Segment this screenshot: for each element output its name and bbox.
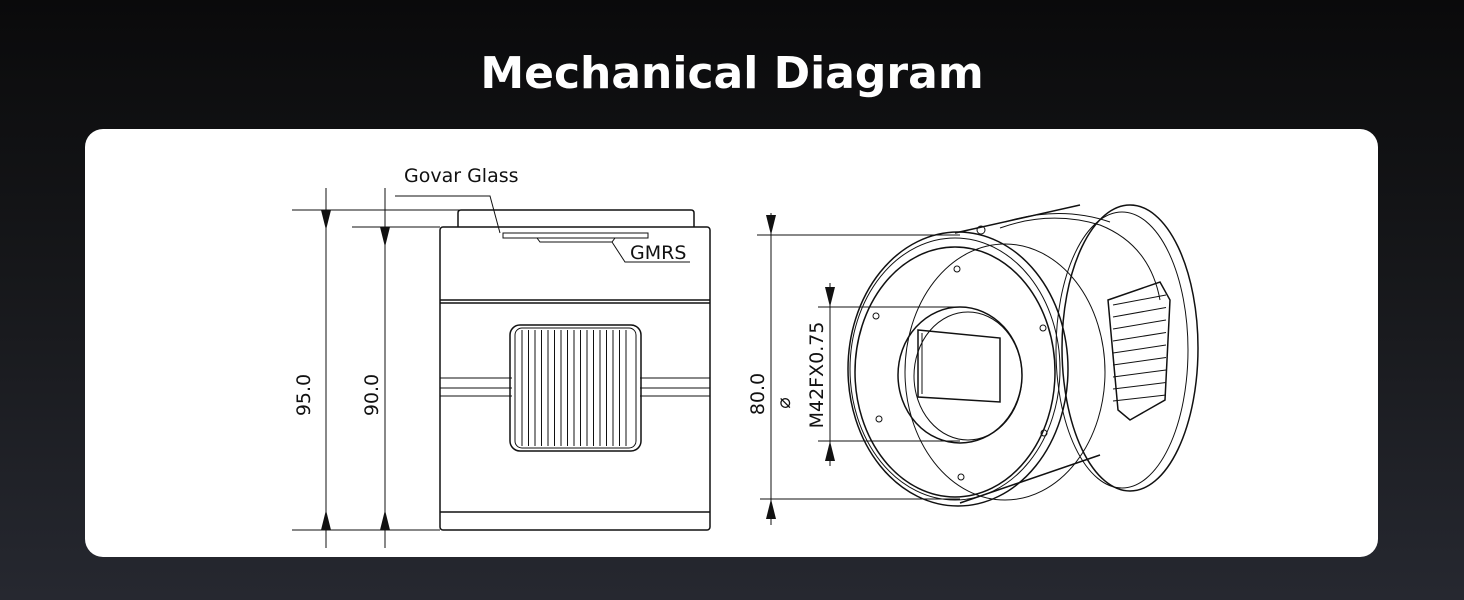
thread-label: M42FX0.75: [806, 322, 828, 429]
gmrs-label: GMRS: [630, 242, 686, 264]
diameter-symbol: ⌀: [773, 397, 795, 408]
page-title: Mechanical Diagram: [480, 48, 984, 99]
govar-glass-label: Govar Glass: [404, 165, 519, 187]
dimension-95-label: 95.0: [293, 374, 315, 416]
dimension-90: [380, 188, 390, 548]
side-heatsink: [1107, 281, 1171, 421]
diagram-card: [85, 129, 1378, 557]
front-view: 80.0 ⌀ M42FX0.75: [747, 204, 1199, 525]
dimension-95: [321, 188, 331, 548]
heatsink-grille: [509, 324, 642, 452]
diameter-80-label: 80.0: [747, 373, 769, 415]
side-view: 95.0 90.0 Govar Glass GMRS: [292, 165, 711, 548]
dimension-90-label: 90.0: [361, 374, 383, 416]
